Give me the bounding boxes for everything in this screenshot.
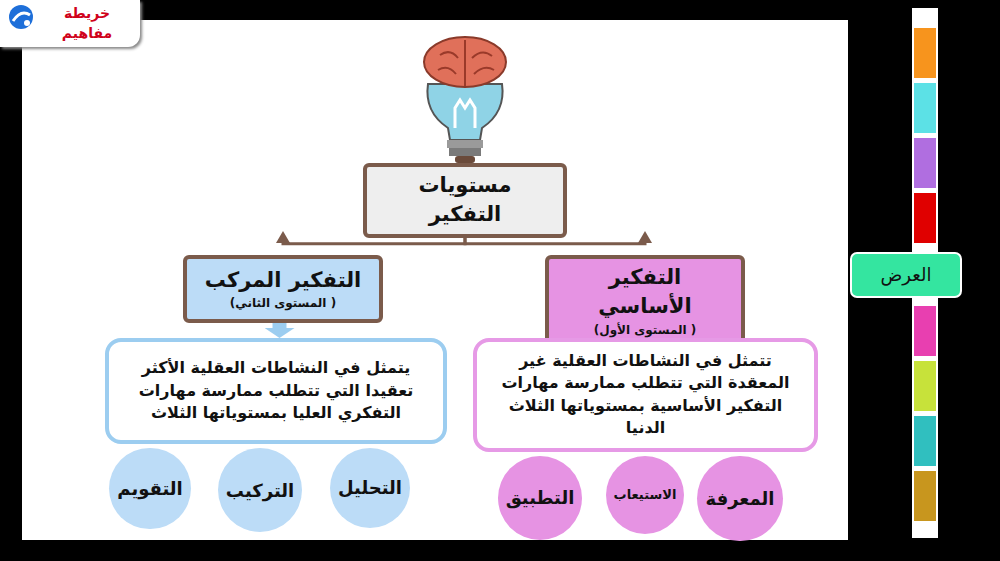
level-box: التفكير الأساسي( المستوى الأول): [545, 255, 745, 347]
skill-circle: التركيب: [218, 448, 302, 532]
node-label: يتمثل في النشاطات العقلية الأكثر تعقيدا …: [123, 357, 429, 424]
title-tab: خريطة مفاهيم: [0, 0, 140, 47]
logo-icon: [5, 3, 37, 31]
connector-arrow: [465, 238, 645, 244]
slide-area: [22, 20, 848, 540]
node-sublabel: ( المستوى الثاني): [230, 295, 336, 312]
node-label: العرض: [881, 262, 932, 287]
node-label: التطبيق: [506, 485, 575, 510]
node-label: التفكير الأساسي: [561, 263, 729, 322]
node-label: المعرفة: [705, 486, 774, 511]
skill-circle: المعرفة: [697, 456, 782, 541]
skill-circle: الاستيعاب: [606, 456, 685, 535]
node-label: تتمثل في النشاطات العقلية غير المعقدة ال…: [491, 350, 800, 440]
node-label: مستويات التفكير: [381, 171, 549, 230]
node-sublabel: ( المستوى الأول): [594, 322, 697, 339]
skill-circle: التطبيق: [498, 456, 583, 541]
node-label: التقويم: [117, 476, 182, 501]
menu-button: العرض: [850, 252, 962, 298]
description-box: تتمثل في النشاطات العقلية غير المعقدة ال…: [473, 338, 818, 452]
connector-arrow: [273, 323, 287, 328]
connector-arrow: [283, 238, 465, 244]
node-label: خريطة مفاهيم: [42, 4, 132, 43]
node-label: التفكير المركب: [205, 266, 362, 295]
skill-circle: التقويم: [109, 448, 190, 529]
node-label: الاستيعاب: [614, 486, 677, 504]
description-box: يتمثل في النشاطات العقلية الأكثر تعقيدا …: [105, 338, 447, 444]
node-label: التركيب: [226, 478, 294, 503]
node-label: التحليل: [338, 475, 402, 500]
level-box: التفكير المركب( المستوى الثاني): [183, 255, 383, 323]
root-box: مستويات التفكير: [363, 163, 567, 238]
brain-bulb-icon: [424, 37, 506, 163]
skill-circle: التحليل: [330, 448, 410, 528]
